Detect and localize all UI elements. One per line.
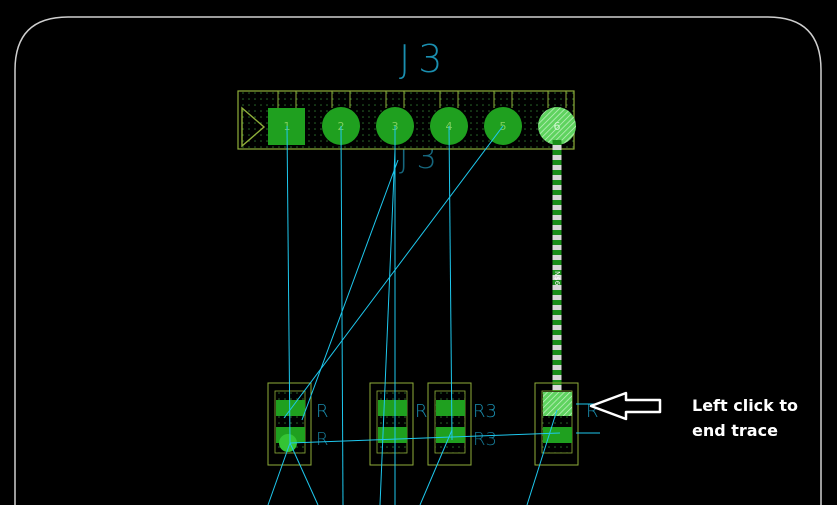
resistor-pad-1[interactable] xyxy=(436,400,465,416)
resistor-refdes: R xyxy=(415,401,428,422)
trace-net-label: N$6 xyxy=(553,271,561,286)
resistor-pad-2[interactable] xyxy=(436,427,465,443)
resistor-pad-1-active[interactable] xyxy=(543,392,572,416)
resistor-refdes: R xyxy=(316,401,329,422)
resistor-footprint[interactable]: R R xyxy=(267,382,329,466)
connector-j3[interactable]: J3 J3 1 2 3 4 5 6 xyxy=(237,37,576,176)
resistor-footprint[interactable]: R xyxy=(369,382,428,466)
instruction-annotation: Left click to end trace xyxy=(692,393,822,443)
resistor-pad-1[interactable] xyxy=(378,400,407,416)
resistor-refdes-2: R3 xyxy=(473,429,497,450)
left-arrow-icon xyxy=(589,391,662,421)
resistor-refdes: R3 xyxy=(473,401,497,422)
resistor-refdes-2: R xyxy=(316,429,329,450)
connector-pin-1-pad[interactable] xyxy=(268,108,305,145)
connector-refdes-label: J3 xyxy=(399,37,450,81)
routing-trace[interactable]: N$6 xyxy=(552,140,562,398)
connector-silk-ticks xyxy=(277,91,567,108)
connector-pin-6-pad[interactable] xyxy=(538,107,576,145)
instruction-line-1: Left click to xyxy=(692,396,799,415)
pin-label: 6 xyxy=(554,120,561,133)
instruction-line-2: end trace xyxy=(692,421,778,440)
triangle-outline-icon xyxy=(241,106,266,148)
board-outline xyxy=(14,16,822,505)
resistor-footprint[interactable]: R3 R3 xyxy=(427,382,497,466)
resistor-footprint[interactable]: R xyxy=(534,382,599,466)
ratsnest-lines xyxy=(267,125,600,505)
resistor-pad-1[interactable] xyxy=(276,400,305,416)
